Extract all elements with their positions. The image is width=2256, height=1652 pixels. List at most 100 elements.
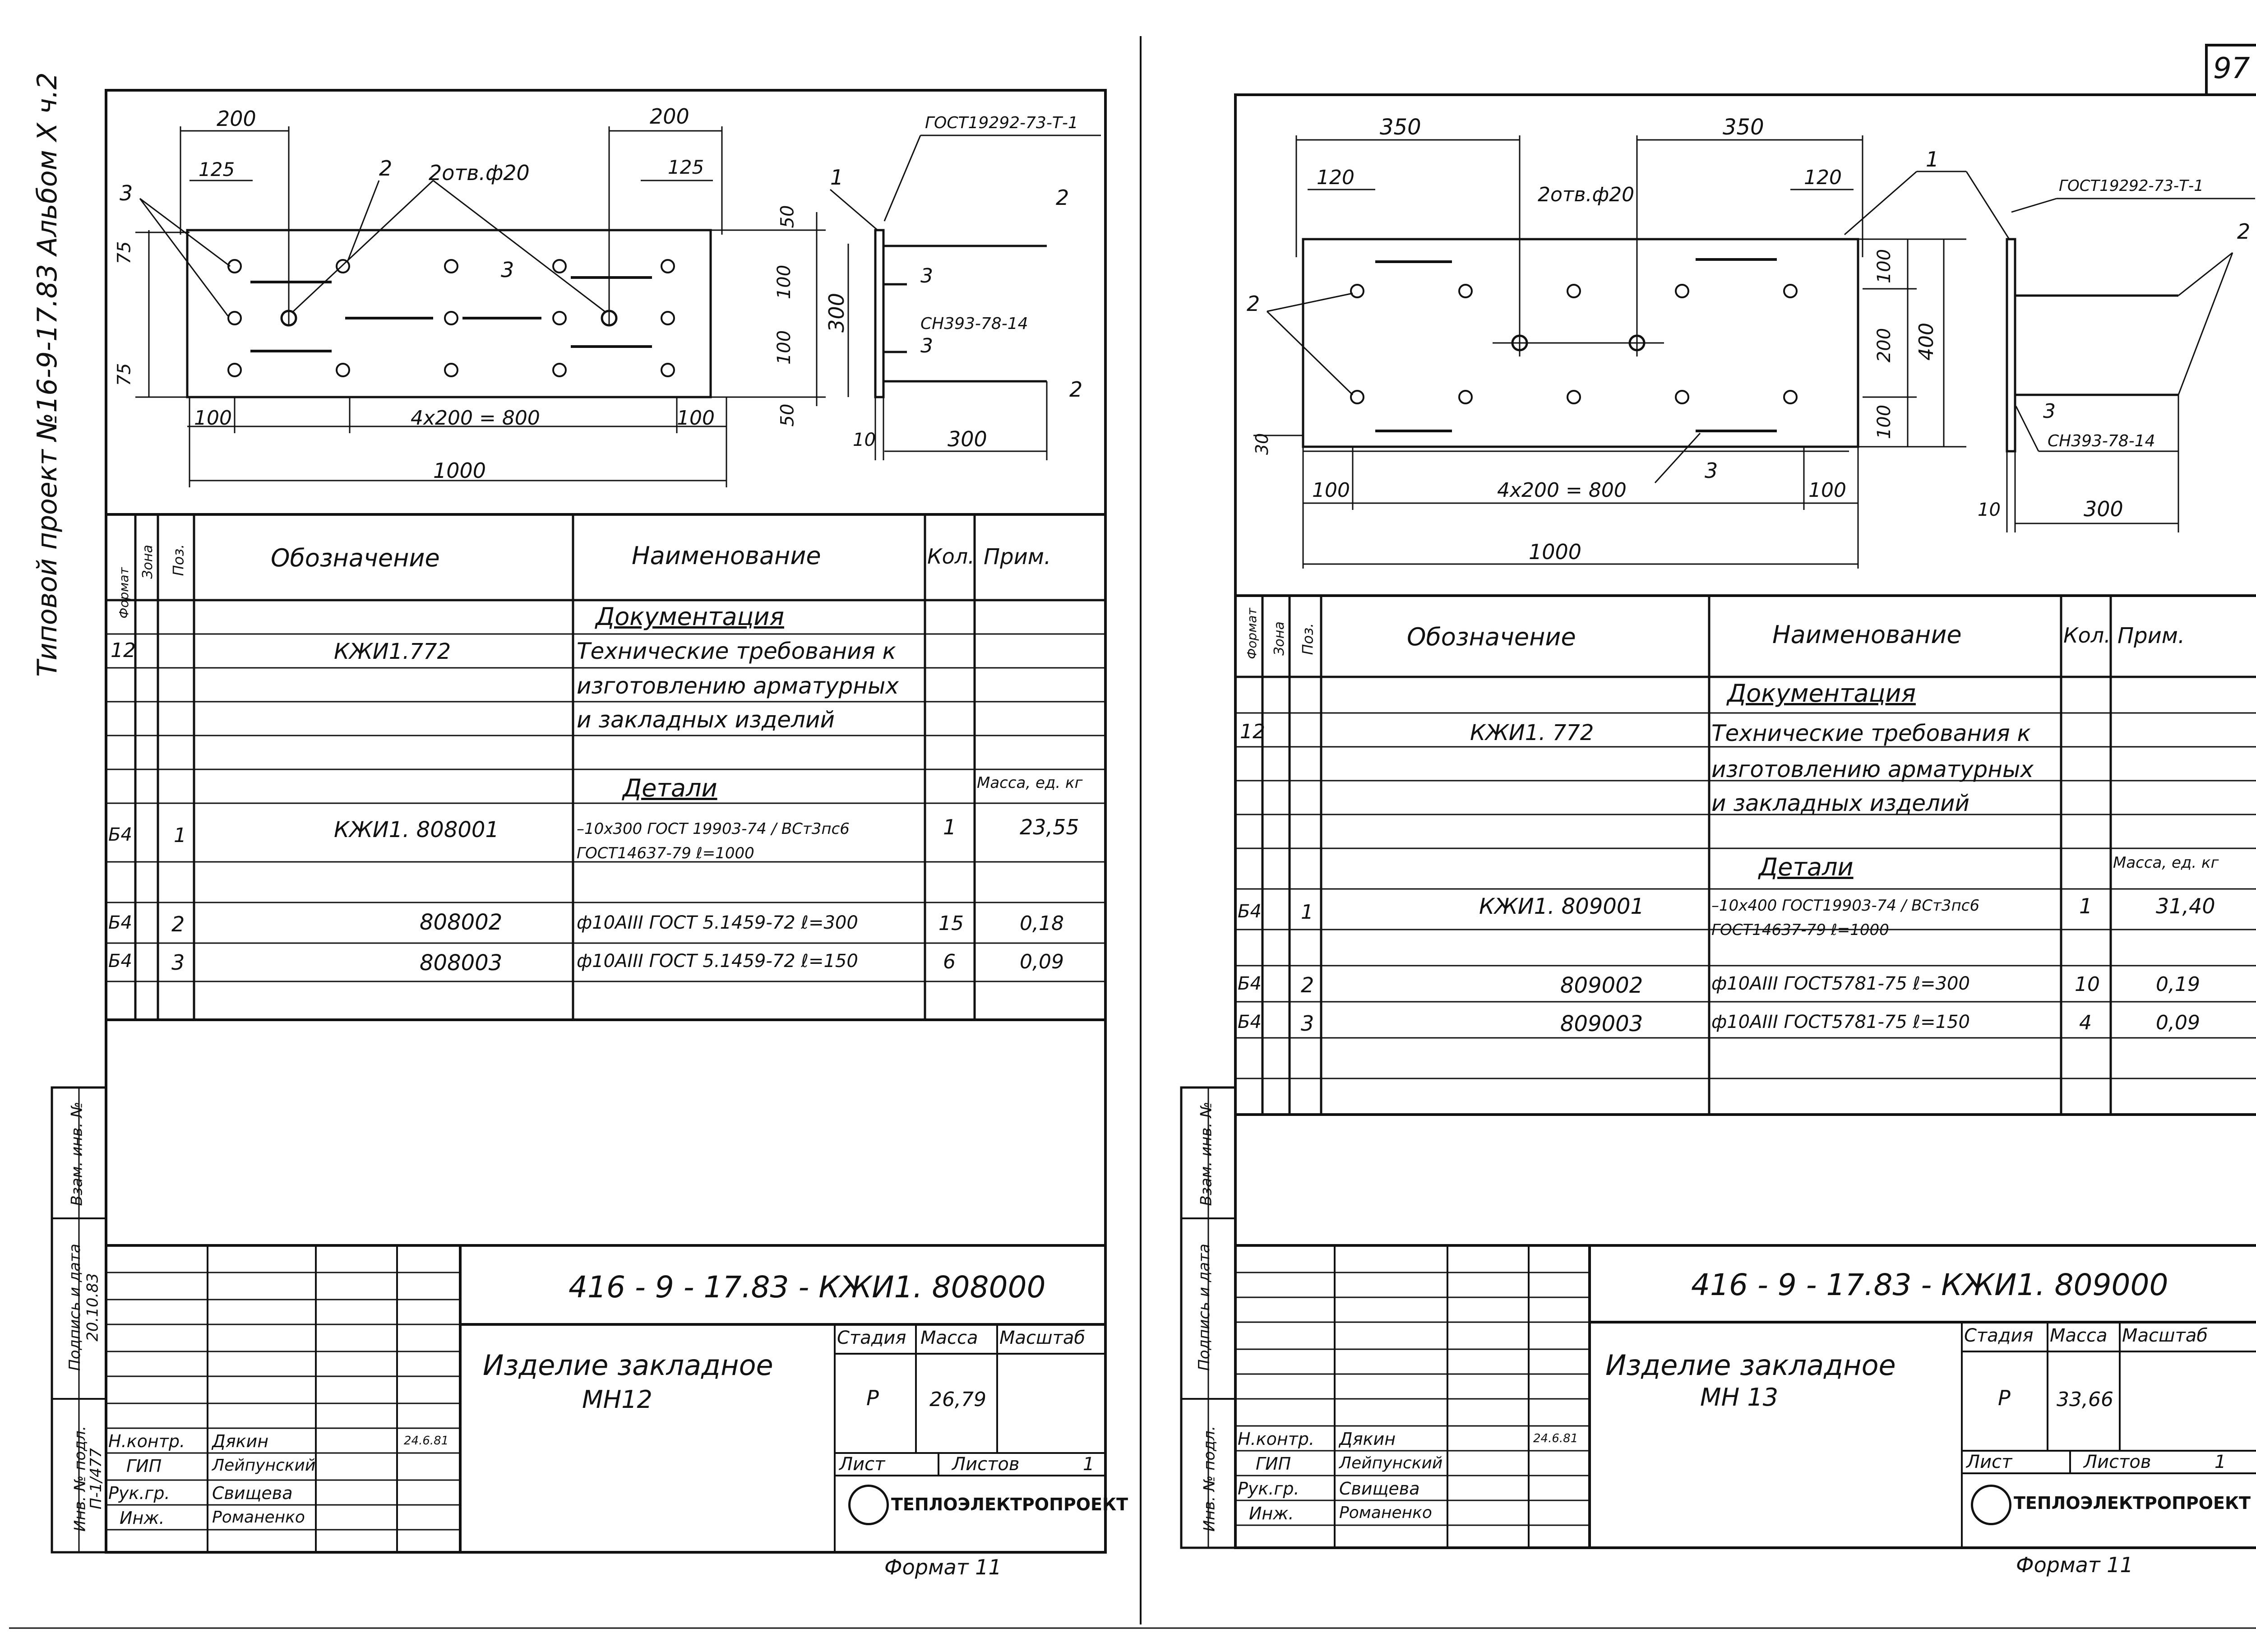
margin-inv: Инв. № подл. — [71, 1425, 89, 1532]
dim-10: 10 — [853, 430, 876, 450]
row1-designation: КЖИ1.772 — [334, 639, 451, 664]
row2-name: изготовлению арматурных — [1711, 756, 2034, 782]
margin-zam: Взам. инв. № — [68, 1101, 86, 1206]
dim-4x200: 4х200 = 800 — [411, 407, 540, 430]
dim-300-side: 300 — [2084, 497, 2123, 521]
dim-100-bl: 100 — [1312, 479, 1350, 502]
tb-name-3: Романенко — [212, 1508, 305, 1527]
row8-designation: 809003 — [1560, 1011, 1643, 1037]
row6-pos: 1 — [1301, 901, 1313, 924]
row1-format: 12 — [1240, 720, 1265, 743]
tb-mass-h: Масса — [2050, 1325, 2108, 1346]
dim-50-top: 50 — [777, 205, 798, 228]
hdr-note: Прим. — [984, 544, 1051, 569]
tb-role-3: Инж. — [1249, 1504, 1294, 1523]
tb-role-0: Н.контр. — [108, 1431, 185, 1451]
row8-note: 0,09 — [1020, 950, 1064, 973]
row3-name: и закладных изделий — [1711, 790, 1969, 816]
callout-2: 2 — [379, 156, 393, 180]
tb-sheets-h: Листов — [952, 1454, 1020, 1475]
row6-name: –10х400 ГОСТ19903-74 / ВСт3пс6 ГОСТ14637… — [1711, 897, 1980, 939]
tb-product-mark: МН12 — [582, 1385, 652, 1414]
row2-name: изготовлению арматурных — [577, 673, 899, 699]
callout-1: 1 — [830, 165, 844, 190]
tb-mass: 26,79 — [929, 1388, 986, 1411]
dim-100-bottom: 100 — [1874, 404, 1895, 440]
hdr-qty: Кол. — [927, 544, 975, 569]
row8-pos: 3 — [1301, 1011, 1314, 1036]
row6-format: Б4 — [1238, 901, 1262, 922]
row5-name: Детали — [623, 774, 717, 802]
row5-name: Детали — [1759, 853, 1854, 881]
row8-qty: 4 — [2079, 1011, 2092, 1034]
row8-format: Б4 — [1238, 1012, 1262, 1032]
callout-1: 1 — [1926, 147, 1939, 171]
tb-role-2: Рук.гр. — [108, 1483, 170, 1503]
tb-name-0: Дякин — [1339, 1429, 1396, 1449]
tb-sheet-h: Лист — [839, 1454, 885, 1475]
tb-logo-icon — [1971, 1485, 2011, 1525]
callout-2-side: 2 — [1056, 185, 1069, 210]
hdr-name: Наименование — [1772, 620, 1962, 649]
callout-3-side: 3 — [2043, 400, 2056, 423]
dim-100-bl: 100 — [194, 407, 232, 430]
tb-code: 416 - 9 - 17.83 - КЖИ1. 808000 — [569, 1270, 1046, 1305]
hdr-designation: Обозначение — [271, 544, 440, 572]
row7-qty: 10 — [2075, 973, 2100, 996]
row1-format: 12 — [111, 639, 136, 662]
dim-75-top: 75 — [114, 241, 135, 264]
row7-pos: 2 — [1301, 973, 1314, 997]
std-plate: ГОСТ19292-73-Т-1 — [2059, 177, 2204, 195]
hdr-pos: Поз. — [170, 544, 187, 576]
tb-name-1: Лейпунский — [212, 1456, 316, 1475]
margin-inv-value: П-1/477 — [87, 1448, 105, 1509]
tb-role-1: ГИП — [1256, 1454, 1291, 1474]
margin-sign: Подпись и дата — [1195, 1244, 1213, 1371]
row1-name: Технические требования к — [1711, 720, 2031, 746]
tb-org: ТЕПЛОЭЛЕКТРОПРОЕКТ — [2014, 1493, 2251, 1513]
callout-holes: 2отв.ф20 — [1538, 183, 1635, 206]
row8-format: Б4 — [108, 951, 132, 972]
tb-name-1: Лейпунский — [1339, 1454, 1443, 1472]
row5-note: Масса, ед. кг — [977, 774, 1083, 792]
tb-mass: 33,66 — [2057, 1388, 2113, 1411]
format-label: Формат 11 — [2016, 1553, 2133, 1577]
row3-name: и закладных изделий — [577, 707, 835, 733]
tb-role-0: Н.контр. — [1238, 1429, 1315, 1449]
tb-scale-h: Масштаб — [999, 1328, 1086, 1348]
tb-sheets: 1 — [2214, 1452, 2226, 1472]
row8-name: ф10АIII ГОСТ5781-75 ℓ=150 — [1711, 1012, 1970, 1032]
std-plate: ГОСТ19292-73-Т-1 — [925, 114, 1078, 132]
dim-10: 10 — [1978, 500, 2001, 520]
dim-125-right: 125 — [668, 156, 704, 178]
row6-name: –10х300 ГОСТ 19903-74 / ВСт3пс6 ГОСТ1463… — [577, 820, 850, 863]
row8-pos: 3 — [171, 950, 185, 975]
row6-format: Б4 — [108, 824, 132, 845]
hdr-zone: Зона — [1271, 621, 1287, 656]
tb-sheets: 1 — [1083, 1454, 1095, 1475]
dim-120-left: 120 — [1317, 166, 1355, 189]
page-number: 97 — [2213, 52, 2250, 85]
tb-date-0: 24.6.81 — [1533, 1432, 1578, 1445]
dim-125-left: 125 — [199, 158, 235, 180]
dim-120-right: 120 — [1804, 166, 1842, 189]
std-weld: СН393-78-14 — [920, 315, 1028, 333]
tb-role-2: Рук.гр. — [1238, 1479, 1299, 1499]
tb-scale-h: Масштаб — [2122, 1325, 2208, 1346]
tb-stage: Р — [1998, 1386, 2011, 1410]
row7-name: ф10АIII ГОСТ 5.1459-72 ℓ=300 — [577, 912, 858, 933]
hdr-pos: Поз. — [1299, 623, 1317, 655]
dim-50-bottom: 50 — [777, 403, 798, 427]
hdr-name: Наименование — [632, 541, 821, 570]
row7-format: Б4 — [1238, 973, 1262, 994]
callout-holes: 2отв.ф20 — [429, 161, 530, 185]
row6-note: 31,40 — [2156, 894, 2215, 918]
dim-75-bottom: 75 — [114, 363, 135, 386]
margin-inv: Инв. № подл. — [1200, 1425, 1219, 1532]
dim-1000: 1000 — [433, 458, 486, 483]
tb-mass-h: Масса — [920, 1328, 978, 1348]
dim-100-top: 100 — [1874, 249, 1895, 284]
callout-3: 3 — [120, 181, 133, 205]
callout-3-mid: 3 — [501, 258, 514, 282]
row1-name: Технические требования к — [577, 638, 896, 664]
